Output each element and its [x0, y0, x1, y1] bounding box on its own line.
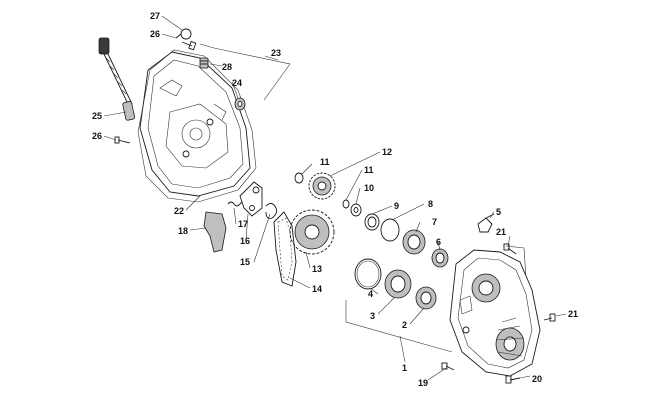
callout-28: 28 — [222, 62, 232, 72]
callout-26-left: 26 — [92, 131, 102, 141]
snap-ring-8 — [380, 218, 400, 242]
o-ring-11b — [342, 199, 350, 209]
callout-22: 22 — [174, 206, 184, 216]
ring-9 — [364, 213, 380, 231]
callout-17: 17 — [238, 219, 248, 229]
bolt-20 — [505, 375, 521, 384]
seal-6 — [431, 248, 449, 268]
bracket-1 — [345, 245, 527, 363]
callout-13: 13 — [312, 264, 322, 274]
tensioner-arm-16 — [239, 181, 263, 217]
callout-labels: 27 26 23 28 24 25 26 22 18 17 16 15 13 1… — [92, 11, 578, 388]
callout-6: 6 — [436, 237, 441, 247]
callout-11-right: 11 — [364, 165, 374, 175]
bolt-21-top — [503, 243, 517, 255]
screw-19 — [441, 362, 455, 371]
callout-5: 5 — [496, 207, 501, 217]
o-ring-4 — [354, 258, 382, 290]
callout-12: 12 — [382, 147, 392, 157]
bearing-7 — [402, 229, 426, 255]
screw-26-top — [181, 40, 197, 51]
fitting-5 — [477, 213, 495, 233]
chaincase-cover — [139, 51, 251, 197]
callout-16: 16 — [240, 236, 250, 246]
dipstick — [98, 37, 135, 121]
bearing-3 — [384, 269, 412, 299]
cover-gasket — [137, 49, 257, 203]
callout-19: 19 — [418, 378, 428, 388]
callout-27: 27 — [150, 11, 160, 21]
callout-10: 10 — [364, 183, 374, 193]
drive-chain — [273, 211, 297, 287]
upper-sprocket — [308, 172, 336, 200]
leader-lines — [103, 15, 567, 381]
bolt-21-right — [543, 313, 556, 322]
callout-2: 2 — [402, 320, 407, 330]
tensioner-spring-15 — [265, 203, 277, 219]
chain-guide-18 — [203, 211, 227, 253]
callout-9: 9 — [394, 201, 399, 211]
washer-10 — [350, 203, 362, 217]
callout-26-top: 26 — [150, 29, 160, 39]
callout-1: 1 — [402, 363, 407, 373]
chaincase-housing — [449, 249, 541, 377]
callout-20: 20 — [532, 374, 542, 384]
seal-24 — [234, 97, 246, 111]
callout-11-left: 11 — [320, 157, 330, 167]
callout-8: 8 — [428, 199, 433, 209]
callout-25: 25 — [92, 111, 102, 121]
callout-24: 24 — [232, 78, 242, 88]
callout-18: 18 — [178, 226, 188, 236]
bracket-23 — [199, 43, 291, 101]
callout-15: 15 — [240, 257, 250, 267]
hose-clamp-27 — [175, 28, 192, 40]
callout-21-right: 21 — [568, 309, 578, 319]
callout-21-top: 21 — [496, 227, 506, 237]
seal-2 — [415, 286, 437, 310]
vent-fitting-28 — [199, 57, 209, 69]
callout-7: 7 — [432, 217, 437, 227]
screw-26-left — [114, 136, 131, 144]
callout-14: 14 — [312, 284, 322, 294]
lower-sprocket — [289, 209, 335, 255]
callout-3: 3 — [370, 311, 375, 321]
callout-4: 4 — [368, 289, 373, 299]
o-ring-11a — [294, 172, 304, 184]
callout-23: 23 — [271, 48, 281, 58]
